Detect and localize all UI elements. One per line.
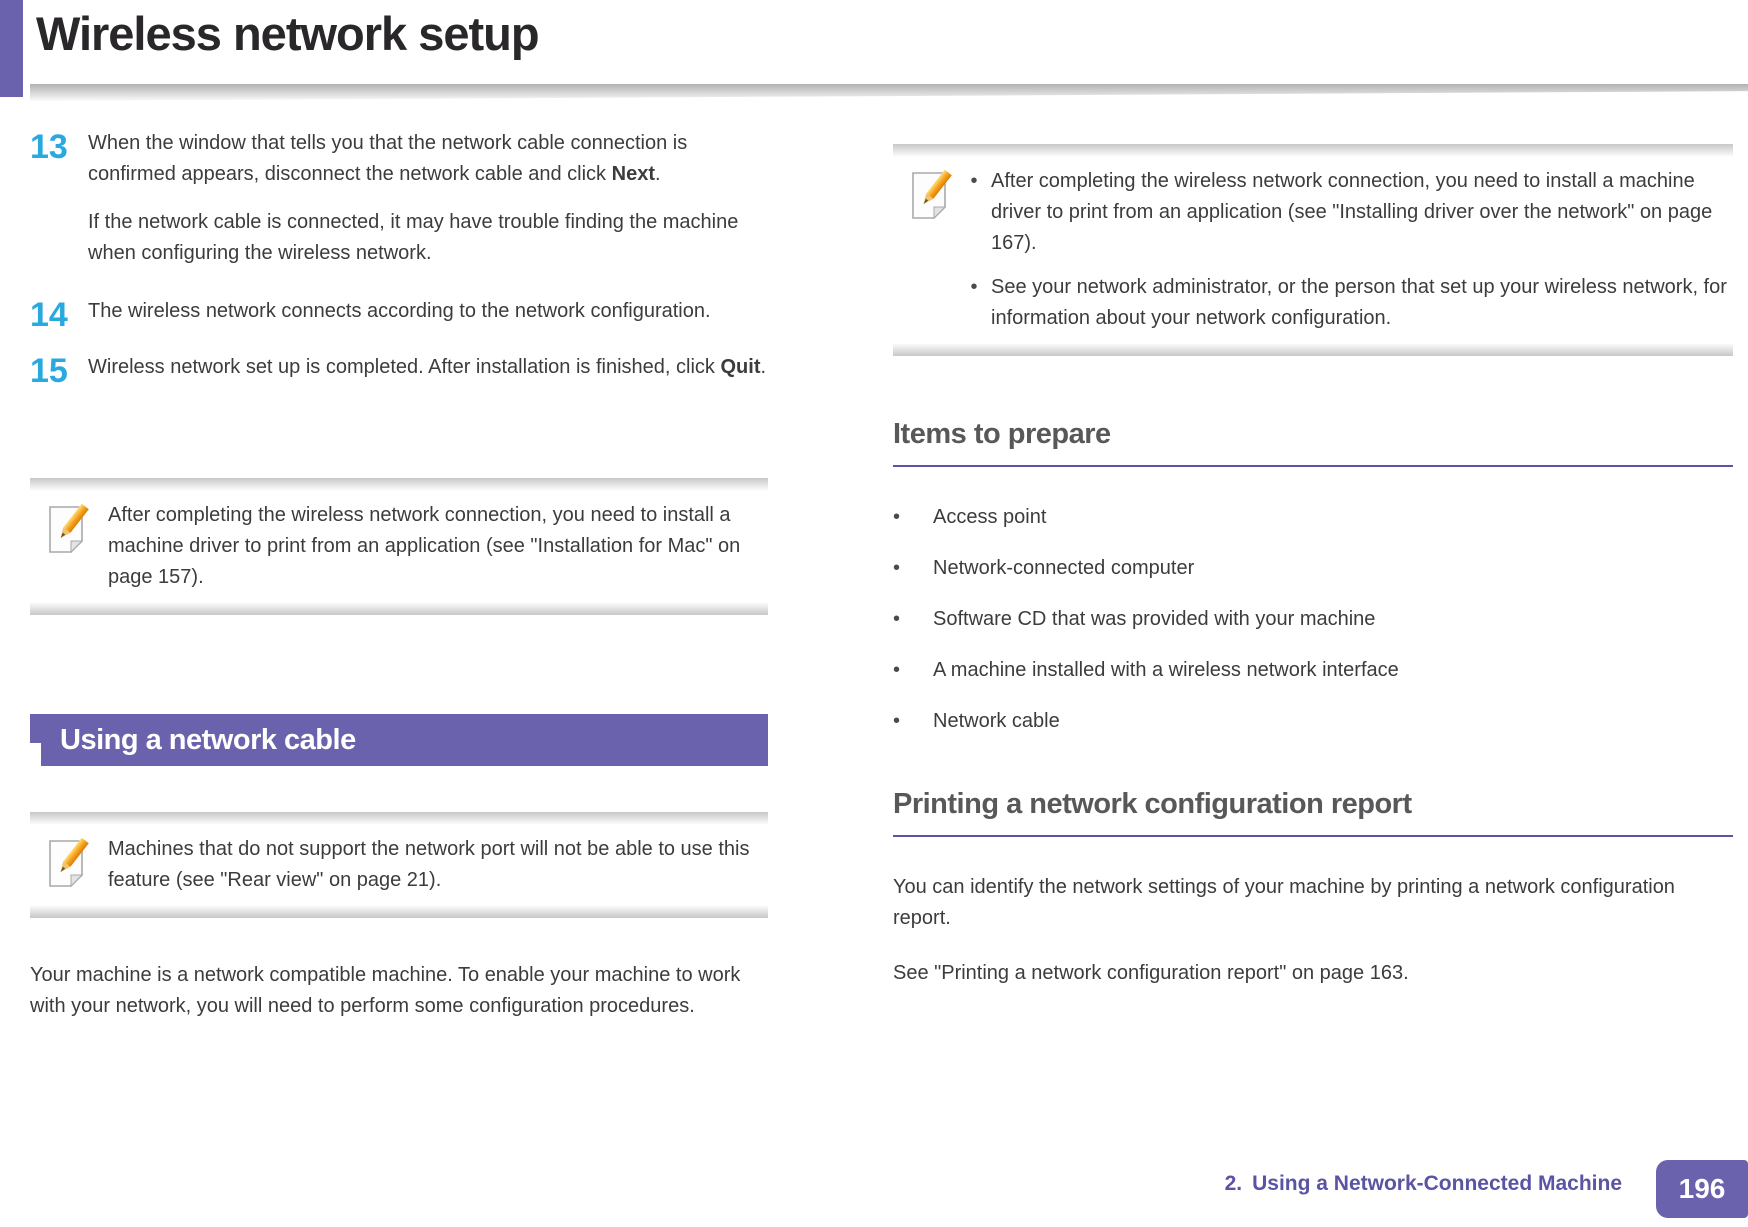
- body-paragraph: Your machine is a network compatible mac…: [30, 964, 741, 1017]
- list-item: • Network cable: [893, 706, 1733, 737]
- step-paragraph: The wireless network connects according …: [88, 300, 711, 322]
- step-14: 14 The wireless network connects accordi…: [30, 296, 768, 332]
- note-bullet-list: • After completing the wireless network …: [953, 166, 1729, 334]
- list-item-text: A machine installed with a wireless netw…: [933, 659, 1399, 681]
- step-13: 13 When the window that tells you that t…: [30, 128, 768, 269]
- bullet-icon: •: [970, 276, 978, 298]
- note-pencil-icon: [49, 838, 89, 888]
- step-number: 15: [30, 352, 68, 390]
- step-number: 14: [30, 296, 68, 334]
- section-heading-printing-report: Printing a network configuration report: [893, 788, 1733, 837]
- note-edge: [30, 812, 768, 825]
- list-item: • Access point: [893, 502, 1733, 533]
- step-number: 13: [30, 128, 68, 166]
- list-item-text: Network cable: [933, 710, 1060, 732]
- note-edge: [30, 478, 768, 491]
- banner-notch: [30, 743, 41, 766]
- step-paragraph: If the network cable is connected, it ma…: [88, 211, 739, 264]
- items-list: • Access point • Network-connected compu…: [893, 502, 1733, 757]
- section-banner-network-cable: Using a network cable: [30, 714, 768, 766]
- body-paragraph: You can identify the network settings of…: [893, 876, 1675, 929]
- note-bullet-item: • After completing the wireless network …: [957, 166, 1729, 259]
- step-text: Wireless network set up is completed. Af…: [88, 352, 768, 383]
- list-item-text: Network-connected computer: [933, 557, 1195, 579]
- bullet-icon: •: [970, 170, 978, 192]
- note-bullet-text: After completing the wireless network co…: [991, 170, 1713, 254]
- page-title: Wireless network setup: [36, 7, 540, 60]
- bullet-icon: •: [893, 557, 901, 579]
- step-text: The wireless network connects according …: [88, 296, 768, 327]
- header-accent-bar: [0, 0, 23, 97]
- step-paragraph: Wireless network set up is completed. Af…: [88, 356, 767, 378]
- footer-chapter: 2. Using a Network-Connected Machine: [1225, 1172, 1622, 1196]
- bullet-icon: •: [893, 506, 901, 528]
- note-edge: [893, 144, 1733, 157]
- note-pencil-icon: [912, 170, 952, 220]
- step-15: 15 Wireless network set up is completed.…: [30, 352, 768, 388]
- page-number-badge: 196: [1656, 1160, 1748, 1218]
- list-item-text: Software CD that was provided with your …: [933, 608, 1376, 630]
- bold-ui-label: Next: [611, 163, 655, 185]
- note-edge: [893, 343, 1733, 356]
- footer-chapter-number: 2.: [1224, 1172, 1243, 1195]
- bullet-icon: •: [893, 608, 901, 630]
- section-heading-items-to-prepare: Items to prepare: [893, 418, 1733, 467]
- note-bullet-text: See your network administrator, or the p…: [991, 276, 1727, 329]
- note-text: After completing the wireless network co…: [108, 504, 741, 588]
- footer-chapter-title: Using a Network-Connected Machine: [1252, 1172, 1622, 1195]
- list-item: • Network-connected computer: [893, 553, 1733, 584]
- step-paragraph: When the window that tells you that the …: [88, 132, 688, 185]
- note-box: • After completing the wireless network …: [893, 144, 1733, 356]
- list-item-text: Access point: [933, 506, 1047, 528]
- note-edge: [30, 602, 768, 615]
- bullet-icon: •: [893, 710, 901, 732]
- bullet-icon: •: [893, 659, 901, 681]
- list-item: • Software CD that was provided with you…: [893, 604, 1733, 635]
- note-box: After completing the wireless network co…: [30, 478, 768, 615]
- step-text: When the window that tells you that the …: [88, 128, 768, 269]
- note-bullet-item: • See your network administrator, or the…: [957, 272, 1729, 334]
- note-edge: [30, 905, 768, 918]
- header-shadow-rule: [30, 84, 1748, 101]
- left-column: 13 When the window that tells you that t…: [30, 118, 768, 1017]
- note-pencil-icon: [49, 504, 89, 554]
- body-paragraph: See "Printing a network configuration re…: [893, 962, 1409, 984]
- note-box: Machines that do not support the network…: [30, 812, 768, 918]
- note-text: Machines that do not support the network…: [108, 838, 750, 891]
- section-banner-label: Using a network cable: [60, 723, 356, 756]
- bold-ui-label: Quit: [720, 356, 761, 378]
- list-item: • A machine installed with a wireless ne…: [893, 655, 1733, 686]
